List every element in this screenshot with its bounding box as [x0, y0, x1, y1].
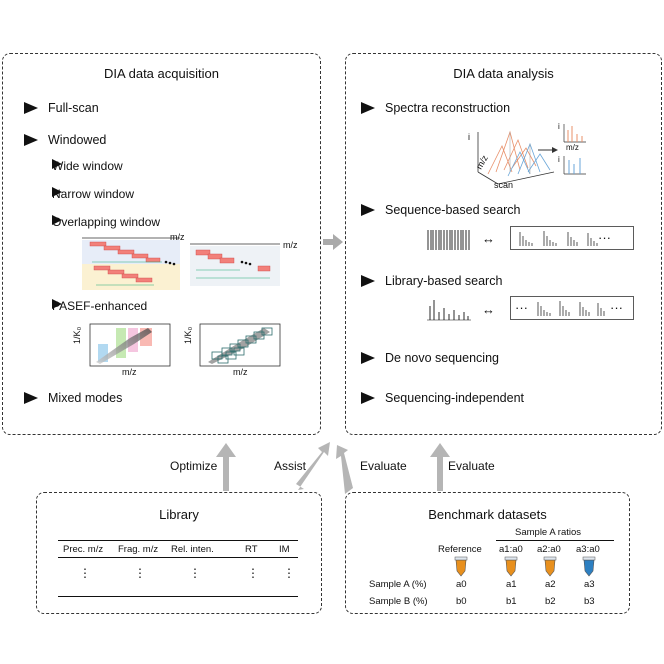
benchmark-a0: a0: [456, 579, 467, 590]
library-vdots-1: ⋮: [79, 566, 91, 580]
bullet-arrow-icon: [52, 187, 62, 197]
benchmark-col-a2: a2:a0: [537, 544, 561, 555]
benchmark-b3: b3: [584, 596, 595, 607]
ana-item-denovo: De novo sequencing: [361, 351, 499, 365]
bullet-arrow-icon: [361, 352, 375, 364]
analysis-panel: DIA data analysis: [345, 53, 662, 435]
pasef-mz-label-1: m/z: [122, 367, 137, 377]
benchmark-group-label: Sample A ratios: [515, 527, 582, 538]
arrow-label-assist: Assist: [274, 459, 307, 473]
sequence-barcode: [427, 230, 470, 250]
library-vdots-3: ⋮: [189, 566, 201, 580]
bullet-arrow-icon: [52, 215, 62, 225]
library-table-header-rule: [58, 557, 298, 558]
benchmark-col-a1: a1:a0: [499, 544, 523, 555]
acq-item-windowed: Windowed: [24, 133, 106, 147]
recon-i-label-2: i: [558, 155, 560, 164]
reconstructed-spectra: [563, 124, 586, 175]
library-double-arrow-icon: ↔: [482, 302, 495, 317]
acq-sub-narrow: Narrow window: [52, 187, 135, 201]
benchmark-a3: a3: [584, 579, 595, 590]
library-col-prec: Prec. m/z: [63, 544, 104, 555]
benchmark-col-reference: Reference: [438, 544, 482, 555]
benchmark-row-b-label: Sample B (%): [369, 596, 428, 607]
library-spectrum: [427, 300, 471, 321]
pasef-plot-2: [199, 323, 281, 367]
bullet-arrow-icon: [24, 134, 38, 146]
sample-tube-icon: [582, 556, 596, 577]
overlap-window-diagram-1: [82, 237, 180, 290]
pasef-plot-1: [89, 323, 171, 367]
acq-item-mixed: Mixed modes: [24, 391, 122, 405]
bullet-arrow-icon: [361, 392, 375, 404]
ana-item-independent: Sequencing-independent: [361, 391, 524, 405]
bullet-arrow-icon: [52, 159, 62, 169]
sample-tube-icon: [543, 556, 557, 577]
library-col-frag: Frag. m/z: [118, 544, 159, 555]
benchmark-title: Benchmark datasets: [428, 507, 547, 522]
sample-tube-icon: [454, 556, 468, 577]
library-spectra-box: [510, 296, 634, 320]
acquisition-title: DIA data acquisition: [104, 66, 219, 81]
library-col-im: IM: [279, 544, 290, 555]
bullet-arrow-icon: [24, 102, 38, 114]
benchmark-row-a-label: Sample A (%): [369, 579, 427, 590]
bullet-arrow-icon: [24, 392, 38, 404]
acq-item-full-scan: Full-scan: [24, 101, 99, 115]
pasef-mz-label-2: m/z: [233, 367, 248, 377]
library-ellipsis-left: ···: [515, 300, 528, 315]
library-vdots-4: ⋮: [247, 566, 259, 580]
overlap-window-diagram-2: [190, 243, 280, 286]
analysis-title: DIA data analysis: [453, 66, 554, 81]
ana-item-sequence: Sequence-based search: [361, 203, 521, 217]
benchmark-panel: Benchmark datasets: [345, 492, 630, 614]
arrow-label-optimize: Optimize: [170, 459, 218, 473]
right-arrow-icon: [323, 234, 343, 250]
bullet-arrow-icon: [361, 204, 375, 216]
library-title: Library: [159, 507, 199, 522]
arrow-label-evaluate-1: Evaluate: [360, 459, 407, 473]
benchmark-col-a3: a3:a0: [576, 544, 600, 555]
library-vdots-2: ⋮: [134, 566, 146, 580]
library-ellipsis-right: ···: [610, 300, 623, 315]
acquisition-panel: DIA data acquisition: [2, 53, 321, 435]
benchmark-a1: a1: [506, 579, 517, 590]
benchmark-b2: b2: [545, 596, 556, 607]
ana-item-spectra: Spectra reconstruction: [361, 101, 510, 115]
benchmark-b0: b0: [456, 596, 467, 607]
sequence-spectra-box: [510, 226, 634, 250]
benchmark-a2: a2: [545, 579, 556, 590]
spectra-axis-scan: scan: [494, 180, 514, 190]
acq-sub-overlapping: Overlapping window: [52, 215, 161, 229]
library-vdots-5: ⋮: [283, 566, 295, 580]
library-col-rel: Rel. inten.: [171, 544, 214, 555]
overlap-mz-label-1: m/z: [170, 232, 185, 242]
spectra-axis-i: i: [468, 132, 470, 142]
sample-tube-icon: [504, 556, 518, 577]
recon-i-label-1: i: [558, 122, 560, 131]
bullet-arrow-icon: [52, 299, 62, 309]
library-col-rt: RT: [245, 544, 258, 555]
bullet-arrow-icon: [361, 102, 375, 114]
spectra-3d-plot: [477, 130, 555, 185]
sequence-double-arrow-icon: ↔: [482, 231, 495, 246]
bullet-arrow-icon: [361, 275, 375, 287]
acq-item-pasef: PASEF-enhanced: [52, 299, 148, 313]
benchmark-b1: b1: [506, 596, 517, 607]
reconstruct-arrow-icon: [538, 147, 558, 153]
library-panel: Library: [36, 492, 322, 614]
benchmark-group-rule: [496, 540, 614, 541]
library-table-top-rule: [58, 540, 298, 541]
recon-mz-label: m/z: [566, 143, 579, 152]
ana-item-library: Library-based search: [361, 274, 502, 288]
library-table-bottom-rule: [58, 596, 298, 597]
arrow-label-evaluate-2: Evaluate: [448, 459, 495, 473]
overlap-mz-label-2: m/z: [283, 240, 298, 250]
acq-sub-wide: Wide window: [52, 159, 123, 173]
sequence-ellipsis: ···: [598, 230, 611, 245]
